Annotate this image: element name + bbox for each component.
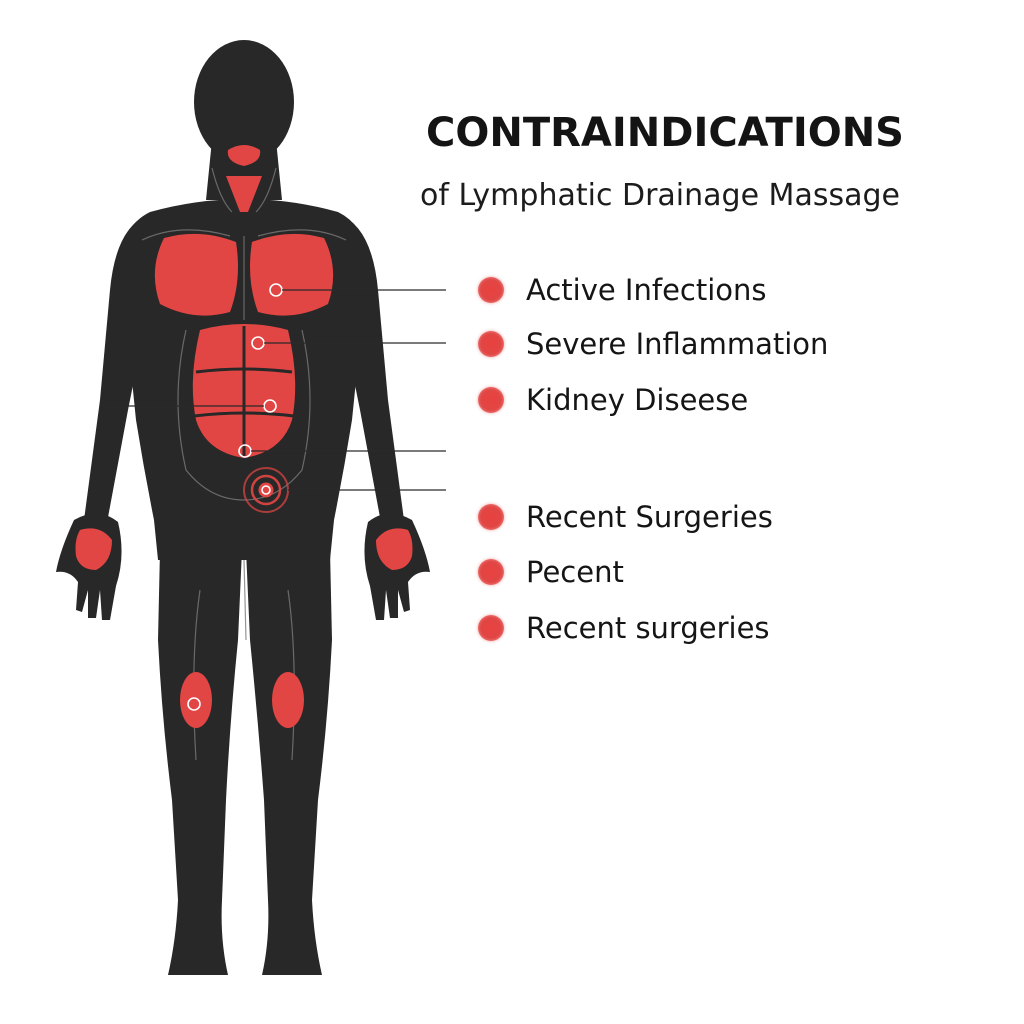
list-item: Recent Surgeries bbox=[478, 497, 773, 537]
list-item-label: Active Infections bbox=[526, 273, 767, 307]
right-arm bbox=[338, 214, 404, 528]
throat-area bbox=[227, 145, 261, 166]
head bbox=[194, 40, 294, 164]
list-item: Pecent bbox=[478, 552, 624, 592]
bullet-dot-icon bbox=[478, 277, 504, 303]
list-item-label: Recent surgeries bbox=[526, 611, 770, 645]
page-title: CONTRAINDICATIONS bbox=[426, 110, 904, 156]
bullet-dot-icon bbox=[478, 331, 504, 357]
list-item: Active Infections bbox=[478, 270, 767, 310]
left-arm bbox=[84, 214, 150, 528]
left-leg bbox=[158, 550, 242, 975]
bullet-dot-icon bbox=[478, 559, 504, 585]
bullet-dot-icon bbox=[478, 387, 504, 413]
list-item-label: Severe Inflammation bbox=[526, 327, 829, 361]
list-item-label: Kidney Diseese bbox=[526, 383, 749, 417]
page-subtitle: of Lymphatic Drainage Massage bbox=[420, 178, 900, 213]
list-item: Recent surgeries bbox=[478, 608, 770, 648]
neck-area bbox=[226, 176, 262, 212]
list-item-label: Recent Surgeries bbox=[526, 500, 773, 534]
list-item-label: Pecent bbox=[526, 555, 624, 589]
abdomen-segments bbox=[193, 326, 295, 456]
leader-lines bbox=[104, 289, 446, 491]
right-knee-area bbox=[272, 672, 304, 728]
left-knee-area bbox=[180, 672, 212, 728]
right-palm-area bbox=[376, 528, 413, 570]
bullet-dot-icon bbox=[478, 615, 504, 641]
bullet-dot-icon bbox=[478, 504, 504, 530]
body-contours bbox=[141, 167, 347, 761]
list-item: Kidney Diseese bbox=[478, 380, 748, 420]
left-palm-area bbox=[75, 528, 112, 570]
right-chest-area bbox=[250, 233, 334, 316]
list-item: Severe Inflammation bbox=[478, 324, 828, 364]
right-leg bbox=[246, 550, 332, 975]
neck bbox=[206, 140, 282, 200]
left-chest-area bbox=[154, 233, 238, 316]
affected-areas bbox=[75, 145, 413, 728]
